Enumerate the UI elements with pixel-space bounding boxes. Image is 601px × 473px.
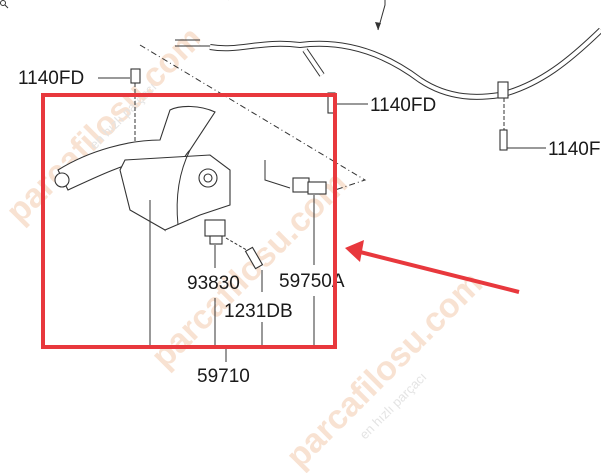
part-label-59750a: 59750A [279,271,345,292]
part-label-1231db: 1231DB [224,301,293,322]
part-label-1140fd-left: 1140FD [18,68,84,89]
switch-icon [264,160,327,195]
dashed-plane [139,44,367,191]
highlight-box [41,93,337,349]
handbrake-lever-icon [54,105,231,232]
bracket-icon [204,219,264,270]
brake-cable [175,0,601,151]
part-label-59710: 59710 [197,366,250,387]
part-label-93830: 93830 [187,273,240,294]
part-label-1140fd-middle: 1140FD [370,95,436,116]
leader-lines [149,195,315,362]
magnifier-icon [0,0,9,9]
part-label-1140f-right: 1140F [548,139,600,160]
arrow-icon [345,240,520,294]
watermark-brand: parcafilosu.com [279,264,490,473]
